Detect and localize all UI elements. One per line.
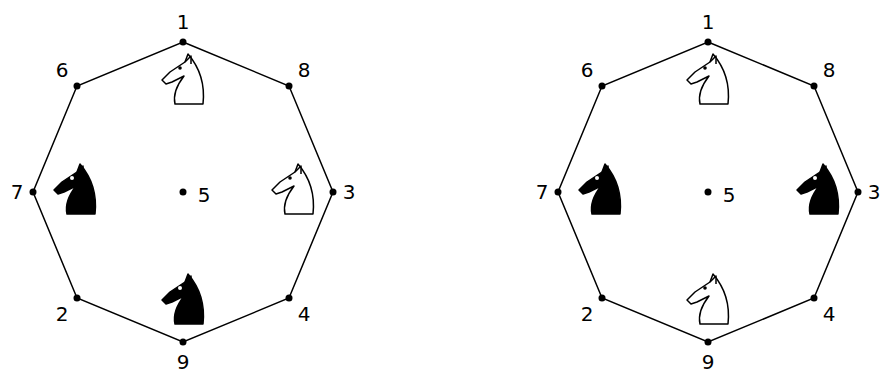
point-number: 6: [581, 60, 594, 80]
point-number: 2: [56, 304, 69, 324]
point-number: 2: [581, 304, 594, 324]
point-number: 9: [702, 352, 715, 372]
board-dots: [555, 39, 862, 346]
octagon: [33, 42, 333, 342]
left-board: [30, 39, 337, 346]
point-number: 4: [298, 304, 311, 324]
octagon: [558, 42, 858, 342]
point-number: 5: [198, 185, 211, 205]
point-number: 5: [723, 185, 736, 205]
point-number: 7: [11, 182, 24, 202]
point-number: 3: [868, 182, 881, 202]
point-number: 7: [536, 182, 549, 202]
board-dots: [30, 39, 337, 346]
point-number: 6: [56, 60, 69, 80]
point-number: 8: [298, 60, 311, 80]
point-number: 3: [343, 182, 356, 202]
point-number: 1: [177, 12, 190, 32]
point-number: 9: [177, 352, 190, 372]
point-number: 8: [823, 60, 836, 80]
point-number: 1: [702, 12, 715, 32]
right-board: [555, 39, 862, 346]
point-number: 4: [823, 304, 836, 324]
